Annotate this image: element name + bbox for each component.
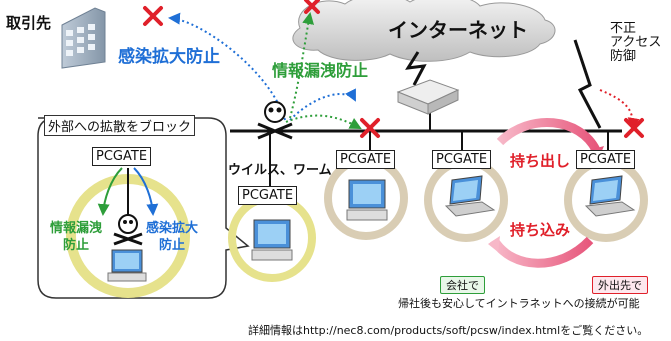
internet-cloud [292,0,556,62]
laptop-icon [584,175,636,217]
virus-worm-label: ウイルス、ワーム [228,163,332,178]
bring-in-arrow [490,236,594,268]
take-out-label: 持ち出し [510,152,571,170]
bring-in-label: 持ち込み [510,221,571,239]
router-icon [396,79,460,115]
external-spread-block-label: 外部への拡散をブロック [44,115,196,136]
laptop-icon [444,175,496,217]
inner-infection-spread-label: 感染拡大 防止 [146,221,199,253]
pcgate-box: PCGATE [238,186,298,205]
building-icon [61,7,106,69]
pcgate-box: PCGATE [92,147,152,166]
at-outside-badge: 外出先で [592,276,648,294]
desktop-pc-icon [346,179,388,221]
connection-bolt [573,39,602,129]
take-out-arrow [496,118,601,153]
internet-label: インターネット [388,18,528,42]
inner-info-leak-label: 情報漏洩 防止 [50,221,103,253]
unauthorized-access-prevention-label: 不正 アクセス 防御 [610,21,662,64]
desktop-pc-icon [107,249,147,282]
partner-label: 取引先 [6,14,52,32]
at-office-badge: 会社で [440,276,485,294]
caption-text: 帰社後も安心してイントラネットへの接続が可能 [398,297,640,310]
pcgate-box: PCGATE [576,150,636,169]
skull-icon [257,101,293,140]
footer-text: 詳細情報はhttp://nec8.com/products/soft/pcsw/… [248,324,649,337]
connection-bolt [405,51,427,86]
pcgate-box: PCGATE [336,150,396,169]
pcgate-box: PCGATE [432,150,492,169]
desktop-pc-icon [251,219,293,261]
infection-spread-prevention-label: 感染拡大防止 [118,47,220,67]
skull-icon [113,214,143,246]
callout-box [37,117,250,299]
info-leak-prevention-label: 情報漏洩防止 [272,61,369,80]
